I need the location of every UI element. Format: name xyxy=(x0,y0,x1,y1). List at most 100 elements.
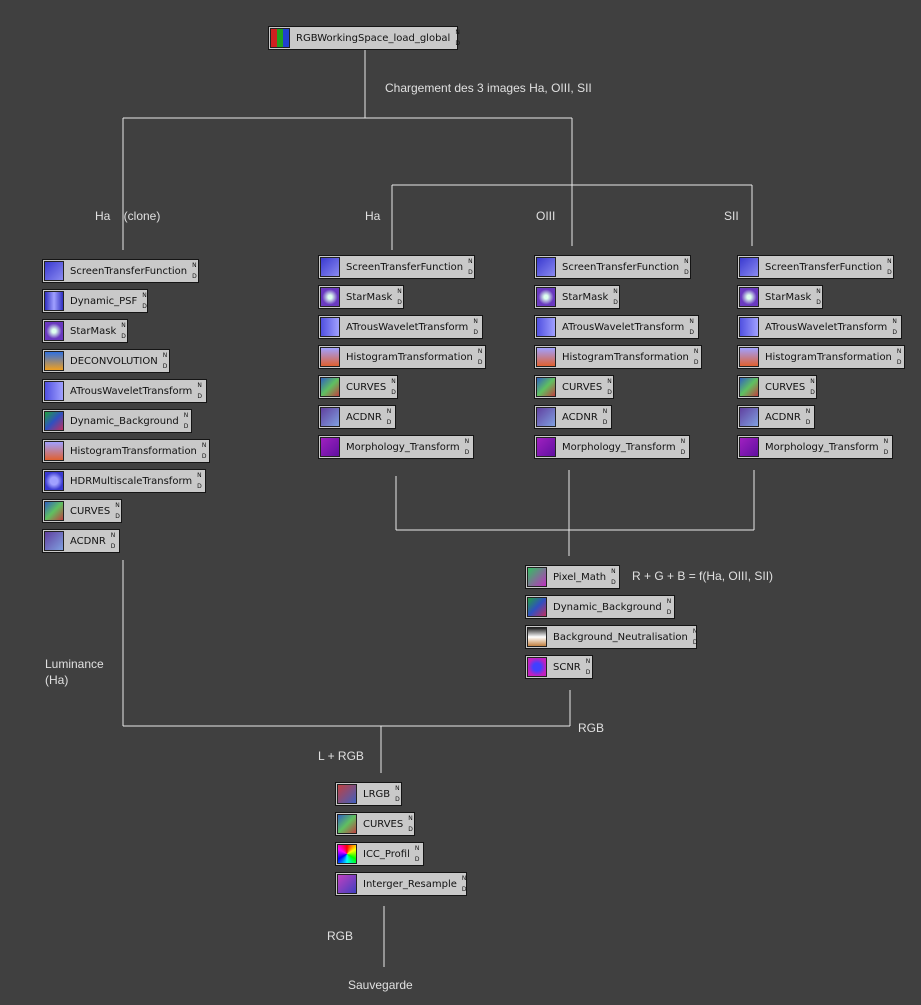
mark-bottom: D xyxy=(602,419,608,426)
label-sii: SII xyxy=(724,209,739,223)
process-icon-label: Interger_Resample xyxy=(363,878,457,890)
acdnr-icon xyxy=(44,531,64,551)
process-icon-label: Morphology_Transform xyxy=(765,441,879,453)
mark-top: N xyxy=(666,598,672,605)
mark-top: N xyxy=(386,408,392,415)
curves-icon xyxy=(536,377,556,397)
process-icon-label: ScreenTransferFunction xyxy=(562,261,680,273)
mark-top: N xyxy=(197,472,202,479)
mark-bottom: D xyxy=(887,269,892,276)
mark-bottom: D xyxy=(468,269,473,276)
mark-bottom: D xyxy=(397,299,402,306)
mark-top: N xyxy=(192,262,197,269)
mark-bottom: D xyxy=(183,423,189,430)
lrgb-icon xyxy=(337,784,357,804)
curves-icon xyxy=(739,377,759,397)
mark-top: N xyxy=(414,845,420,852)
process-icon-label: CURVES xyxy=(346,381,387,393)
label-rgb-output: RGB xyxy=(327,929,354,943)
mark-bottom: D xyxy=(395,796,400,803)
atrouswavelettransform-icon xyxy=(536,317,556,337)
mark-top: N xyxy=(689,318,694,325)
mark-bottom: D xyxy=(611,579,616,586)
process-icon-label: StarMask xyxy=(346,291,393,303)
process-icon-label: SCNR xyxy=(553,661,581,673)
mark-top: N xyxy=(468,258,473,265)
mark-bottom: D xyxy=(689,329,694,336)
histogramtransformation-icon xyxy=(44,441,64,461)
mark-bottom: D xyxy=(692,639,698,646)
mark-bottom: D xyxy=(473,329,478,336)
mark-top: N xyxy=(121,322,126,329)
histogramtransformation-icon xyxy=(320,347,340,367)
mark-bottom: D xyxy=(110,543,116,550)
mark-top: N xyxy=(810,378,815,385)
mark-bottom: D xyxy=(607,389,612,396)
screentransferfunction-icon xyxy=(320,257,340,277)
icc-profil-icon xyxy=(337,844,357,864)
mark-top: N xyxy=(816,288,821,295)
dynamic-background-icon xyxy=(44,411,64,431)
histogramtransformation-icon xyxy=(739,347,759,367)
process-icon-label: ATrousWaveletTransform xyxy=(70,385,193,397)
mark-top: N xyxy=(613,288,618,295)
mark-bottom: D xyxy=(391,389,396,396)
mark-top: N xyxy=(607,378,612,385)
process-icon-label: LRGB xyxy=(363,788,391,800)
starmask-icon xyxy=(739,287,759,307)
mark-top: N xyxy=(473,318,478,325)
screentransferfunction-icon xyxy=(536,257,556,277)
